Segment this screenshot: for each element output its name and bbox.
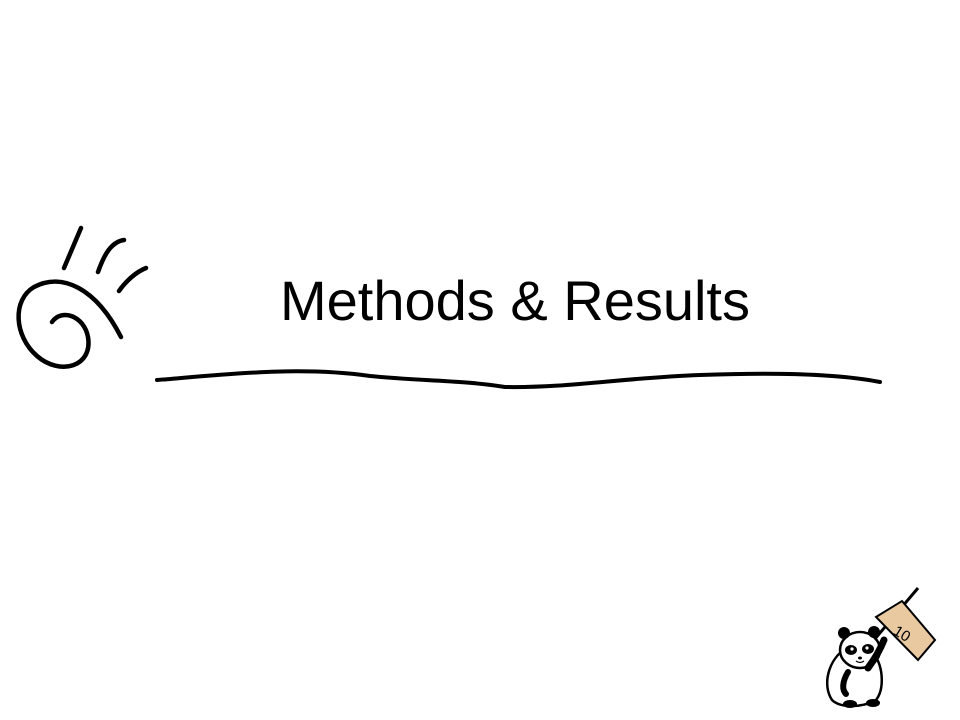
sparkle-stroke-3	[116, 265, 149, 294]
sign-board	[874, 599, 937, 662]
spiral-stroke	[16, 279, 124, 369]
sparkle-stroke-1	[61, 225, 84, 271]
page-number: 10	[890, 622, 913, 645]
slide-title: Methods & Results	[280, 269, 750, 332]
sparkle-stroke-2	[95, 237, 127, 275]
